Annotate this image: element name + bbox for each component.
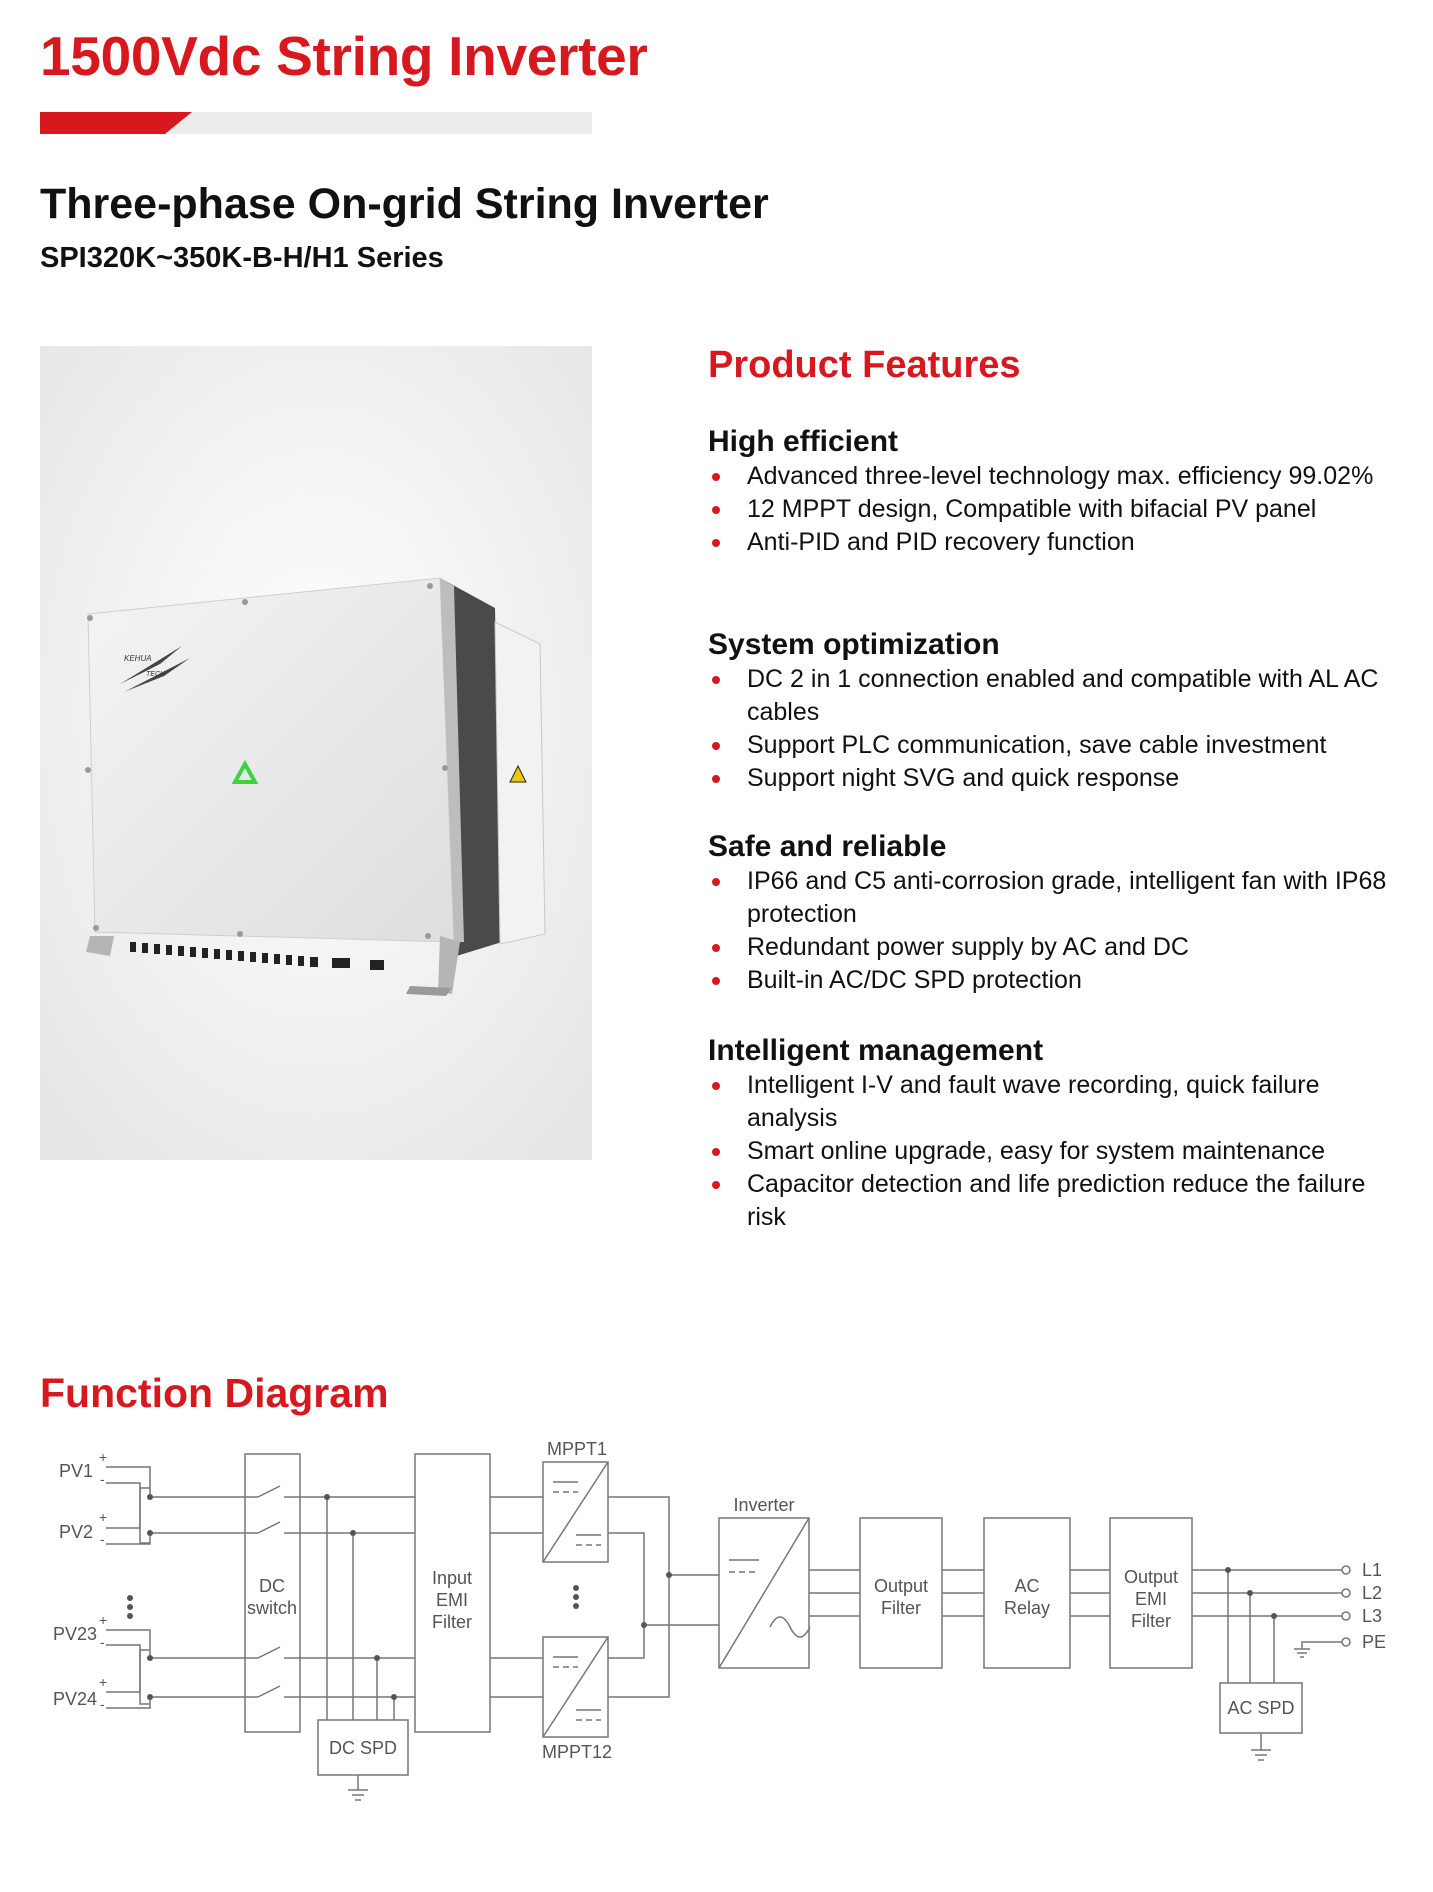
svg-text:Filter: Filter <box>881 1598 921 1618</box>
svg-text:switch: switch <box>247 1598 297 1618</box>
svg-text:PV2: PV2 <box>59 1522 93 1542</box>
svg-text:TECH: TECH <box>146 671 166 678</box>
function-diagram-heading: Function Diagram <box>40 1370 389 1416</box>
feature-group-safety: Safe and reliable IP66 and C5 anti-corro… <box>708 829 1398 997</box>
svg-text:KEHUA: KEHUA <box>124 654 152 663</box>
feature-item: DC 2 in 1 connection enabled and compati… <box>708 663 1398 729</box>
feature-item: Capacitor detection and life prediction … <box>708 1168 1398 1234</box>
feature-group-title: Intelligent management <box>708 1034 1044 1067</box>
function-diagram: PV1 PV2 PV23 PV24 + - + - + - + - DC swi… <box>53 1440 1386 1801</box>
svg-text:AC SPD: AC SPD <box>1227 1698 1294 1718</box>
bullet-icon <box>712 1148 720 1156</box>
bullet-icon <box>712 676 720 684</box>
page-title: 1500Vdc String Inverter <box>40 25 648 87</box>
svg-text:+: + <box>99 1449 107 1465</box>
feature-group-title: High efficient <box>708 425 899 458</box>
feature-group-title: System optimization <box>708 628 1000 661</box>
svg-text:DC SPD: DC SPD <box>329 1738 397 1758</box>
svg-text:Relay: Relay <box>1004 1598 1050 1618</box>
feature-group-efficiency: High efficient Advanced three-level tech… <box>708 424 1398 559</box>
bullet-icon <box>712 742 720 750</box>
bullet-icon <box>712 878 720 886</box>
svg-text:Inverter: Inverter <box>733 1495 794 1515</box>
title-accent-bar <box>40 112 592 134</box>
svg-text:-: - <box>100 1634 105 1650</box>
svg-text:+: + <box>99 1612 107 1628</box>
svg-text:Input: Input <box>432 1568 472 1588</box>
svg-text:EMI: EMI <box>1135 1589 1167 1609</box>
feature-group-optimization: System optimization DC 2 in 1 connection… <box>708 627 1398 795</box>
svg-text:PV1: PV1 <box>59 1461 93 1481</box>
svg-text:EMI: EMI <box>436 1590 468 1610</box>
feature-item: Built-in AC/DC SPD protection <box>708 964 1398 997</box>
svg-text:PV24: PV24 <box>53 1689 97 1709</box>
svg-text:-: - <box>100 1696 105 1712</box>
product-series: SPI320K~350K-B-H/H1 Series <box>40 242 444 274</box>
bullet-icon <box>712 506 720 514</box>
svg-text:Output: Output <box>874 1576 928 1596</box>
feature-item: Anti-PID and PID recovery function <box>708 526 1398 559</box>
svg-text:DC: DC <box>259 1576 285 1596</box>
feature-item: Support night SVG and quick response <box>708 762 1398 795</box>
svg-text:L3: L3 <box>1362 1606 1382 1626</box>
svg-text:-: - <box>100 1531 105 1547</box>
svg-text:+: + <box>99 1674 107 1690</box>
product-subtitle: Three-phase On-grid String Inverter <box>40 180 769 228</box>
svg-text:MPPT1: MPPT1 <box>547 1440 607 1459</box>
feature-item: 12 MPPT design, Compatible with bifacial… <box>708 493 1398 526</box>
svg-text:PV23: PV23 <box>53 1624 97 1644</box>
feature-group-management: Intelligent management Intelligent I-V a… <box>708 1033 1398 1234</box>
feature-group-title: Safe and reliable <box>708 830 947 863</box>
svg-text:Filter: Filter <box>432 1612 472 1632</box>
features-heading: Product Features <box>708 344 1021 386</box>
brand-logo: KEHUA TECH <box>120 646 190 692</box>
bullet-icon <box>712 1181 720 1189</box>
svg-text:L1: L1 <box>1362 1560 1382 1580</box>
bullet-icon <box>712 944 720 952</box>
bullet-icon <box>712 539 720 547</box>
svg-text:AC: AC <box>1014 1576 1039 1596</box>
feature-item: IP66 and C5 anti-corrosion grade, intell… <box>708 865 1398 931</box>
feature-item: Support PLC communication, save cable in… <box>708 729 1398 762</box>
svg-text:MPPT12: MPPT12 <box>542 1742 612 1762</box>
svg-text:L2: L2 <box>1362 1583 1382 1603</box>
bullet-icon <box>712 473 720 481</box>
feature-item: Redundant power supply by AC and DC <box>708 931 1398 964</box>
bullet-icon <box>712 977 720 985</box>
svg-text:-: - <box>100 1471 105 1487</box>
feature-item: Intelligent I-V and fault wave recording… <box>708 1069 1398 1135</box>
product-image: KEHUA TECH <box>40 346 592 1160</box>
svg-text:+: + <box>99 1509 107 1525</box>
bullet-icon <box>712 775 720 783</box>
svg-text:PE: PE <box>1362 1632 1386 1652</box>
feature-item: Advanced three-level technology max. eff… <box>708 460 1398 493</box>
svg-text:Filter: Filter <box>1131 1611 1171 1631</box>
svg-text:Output: Output <box>1124 1567 1178 1587</box>
feature-item: Smart online upgrade, easy for system ma… <box>708 1135 1398 1168</box>
bullet-icon <box>712 1082 720 1090</box>
